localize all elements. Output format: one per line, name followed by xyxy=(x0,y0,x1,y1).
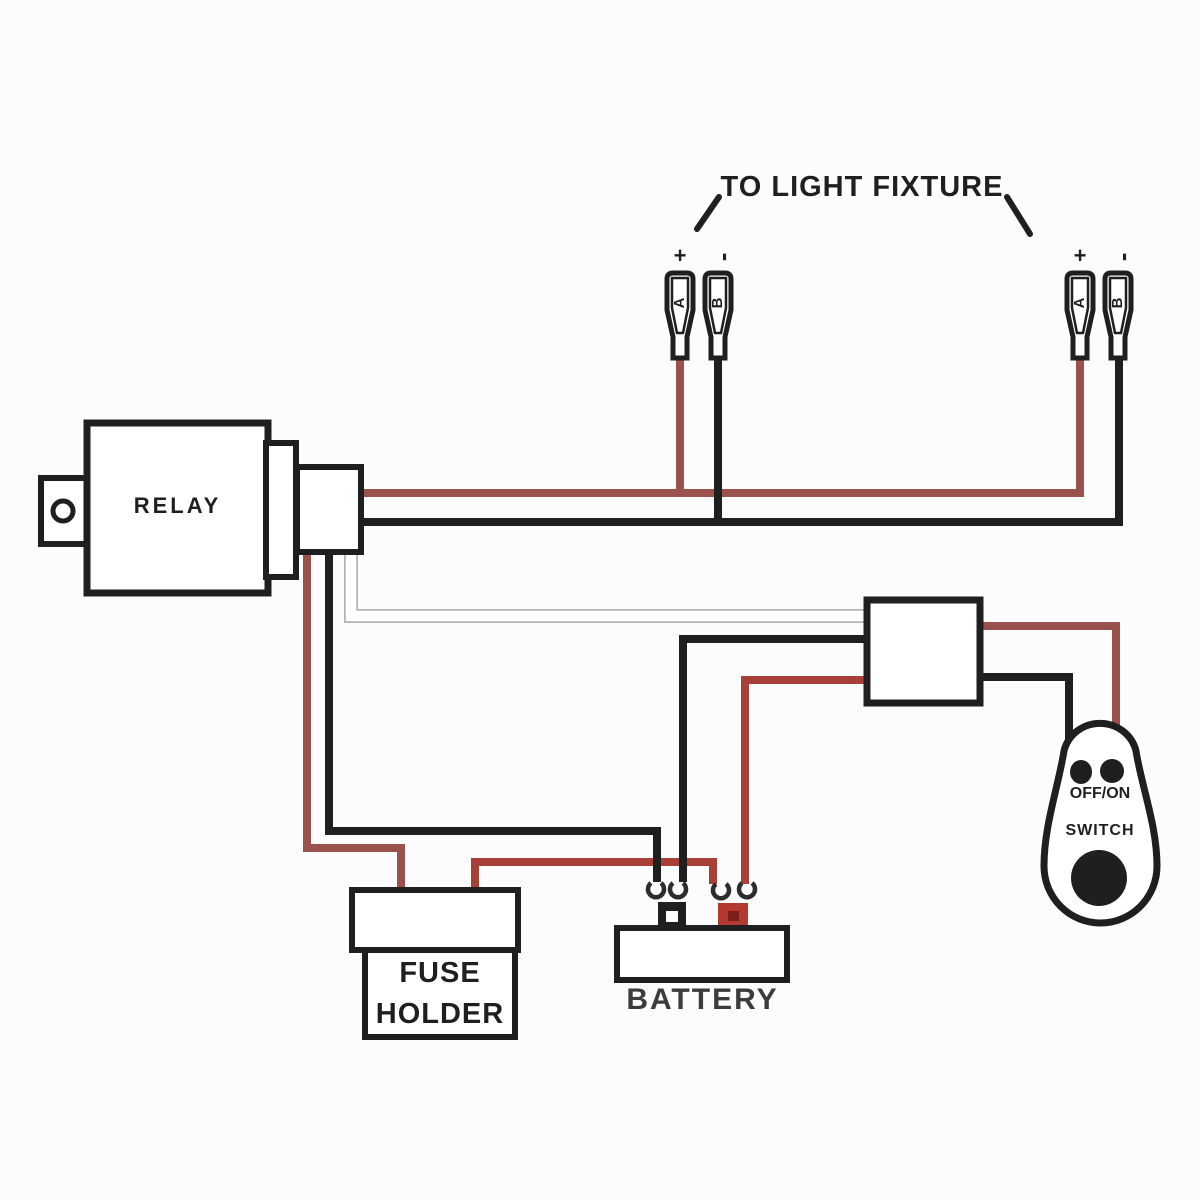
wire-block-to-battery-positive xyxy=(741,676,872,884)
wire-relay-to-lights-positive xyxy=(355,352,1084,497)
light-connector-left-b: B - xyxy=(702,253,742,361)
connector-inner-line xyxy=(670,276,690,335)
battery-body xyxy=(614,925,790,983)
connector-terminal-icon xyxy=(702,270,734,361)
wire-relay-to-lights-negative xyxy=(355,352,1123,526)
junction-block xyxy=(863,596,984,707)
connector-pin-label: B xyxy=(709,297,726,308)
switch-offon-label: OFF/ON xyxy=(1069,785,1131,802)
relay-label: RELAY xyxy=(133,493,222,518)
light-connector-left-a: A + xyxy=(664,243,696,361)
fuse-holder-cap xyxy=(349,887,521,953)
polarity-minus-label: - xyxy=(712,253,742,262)
connector-terminal-icon xyxy=(1064,270,1096,361)
connector-pin-label: A xyxy=(671,297,688,308)
light-connector-right-a: A + xyxy=(1064,243,1096,361)
switch-indicator-dot-right xyxy=(1100,759,1124,783)
wire-relay-to-block-white xyxy=(345,548,870,622)
connector-inner-line xyxy=(1070,276,1090,335)
relay-plug-inner xyxy=(263,440,299,580)
wire-block-to-switch-negative xyxy=(975,673,1073,745)
ring-terminal-icon xyxy=(736,881,758,900)
ring-terminal-icon xyxy=(645,881,667,900)
connector-terminal-icon xyxy=(664,270,696,361)
battery-label: BATTERY xyxy=(626,983,779,1016)
polarity-minus-label: - xyxy=(1112,253,1142,262)
polarity-plus-label: + xyxy=(1074,243,1087,268)
wire-relay-to-fuse-positive xyxy=(303,545,405,895)
switch-indicator-dot-left xyxy=(1070,760,1092,784)
ring-terminal-icon xyxy=(710,882,732,901)
relay-mount-hole-icon xyxy=(50,498,76,524)
wire-block-to-switch-positive xyxy=(975,622,1120,745)
wire-relay-to-battery-negative xyxy=(325,545,661,882)
relay-plug-outer xyxy=(294,464,364,555)
fuse-holder-body xyxy=(362,947,518,1040)
wire-relay-to-block-white-casing xyxy=(344,548,870,623)
light-connector-right-b: B - xyxy=(1102,253,1142,361)
wire-fuse-to-battery-positive xyxy=(471,858,717,895)
wire-battery-to-block-negative xyxy=(679,635,872,882)
pointer-line-right xyxy=(1004,194,1033,237)
polarity-plus-label: + xyxy=(674,243,687,268)
connector-inner-line xyxy=(708,276,728,335)
relay-body xyxy=(83,419,272,597)
fuse-holder-label: FUSE HOLDER xyxy=(363,953,517,1035)
switch-label: SWITCH xyxy=(1065,822,1135,839)
pointer-line-left xyxy=(694,194,722,232)
fuse-holder-label-line1: FUSE xyxy=(399,957,481,989)
connector-terminal-icon xyxy=(1102,270,1134,361)
connector-pin-label: B xyxy=(1109,297,1126,308)
ring-terminal-icon xyxy=(667,881,689,900)
connector-inner-line xyxy=(1108,276,1128,335)
connector-pin-label: A xyxy=(1071,297,1088,308)
battery-pos-terminal-mark xyxy=(728,911,739,921)
battery-neg-terminal-mark xyxy=(666,911,678,922)
fuse-holder-label-line2: HOLDER xyxy=(375,998,505,1030)
switch-button xyxy=(1071,850,1127,906)
to-light-fixture-label: TO LIGHT FIXTURE xyxy=(720,171,1004,203)
